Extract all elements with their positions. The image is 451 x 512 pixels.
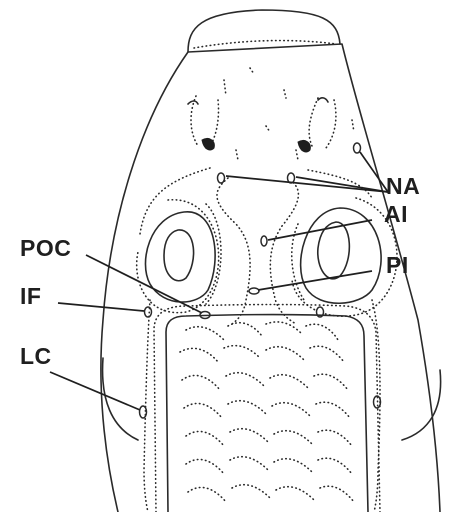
scale-patch bbox=[154, 305, 380, 512]
pi-pore bbox=[249, 288, 259, 294]
label-na: NA bbox=[386, 175, 420, 198]
snout-dots bbox=[224, 68, 354, 160]
label-if: IF bbox=[20, 285, 41, 308]
right-cheek-curve bbox=[402, 370, 441, 440]
interorbital-canal-right bbox=[270, 180, 298, 324]
left-cheek-curve bbox=[103, 358, 138, 440]
leader-na-lateral bbox=[360, 152, 388, 192]
lc-pore-left bbox=[140, 406, 147, 418]
interorbital-canal-left bbox=[217, 178, 250, 324]
leader-poc bbox=[86, 255, 202, 313]
leader-if bbox=[58, 303, 144, 311]
head-outline bbox=[101, 44, 440, 512]
na-pore-left bbox=[218, 173, 225, 183]
rostrum-dotted-line bbox=[194, 41, 336, 48]
leader-pi bbox=[258, 271, 372, 290]
leader-lc bbox=[50, 372, 140, 410]
right-eye bbox=[292, 198, 397, 316]
if-pore-left bbox=[145, 307, 152, 317]
left-nostril bbox=[188, 96, 219, 150]
supraorbital-canal-left bbox=[140, 168, 210, 234]
ai-pore bbox=[261, 236, 267, 246]
right-nostril bbox=[298, 98, 336, 152]
label-lc: LC bbox=[20, 345, 52, 368]
label-ai: AI bbox=[384, 203, 408, 226]
na-pore-lateral bbox=[354, 143, 361, 153]
label-pi: PI bbox=[386, 254, 409, 277]
label-poc: POC bbox=[20, 237, 71, 260]
left-eye bbox=[137, 200, 221, 313]
